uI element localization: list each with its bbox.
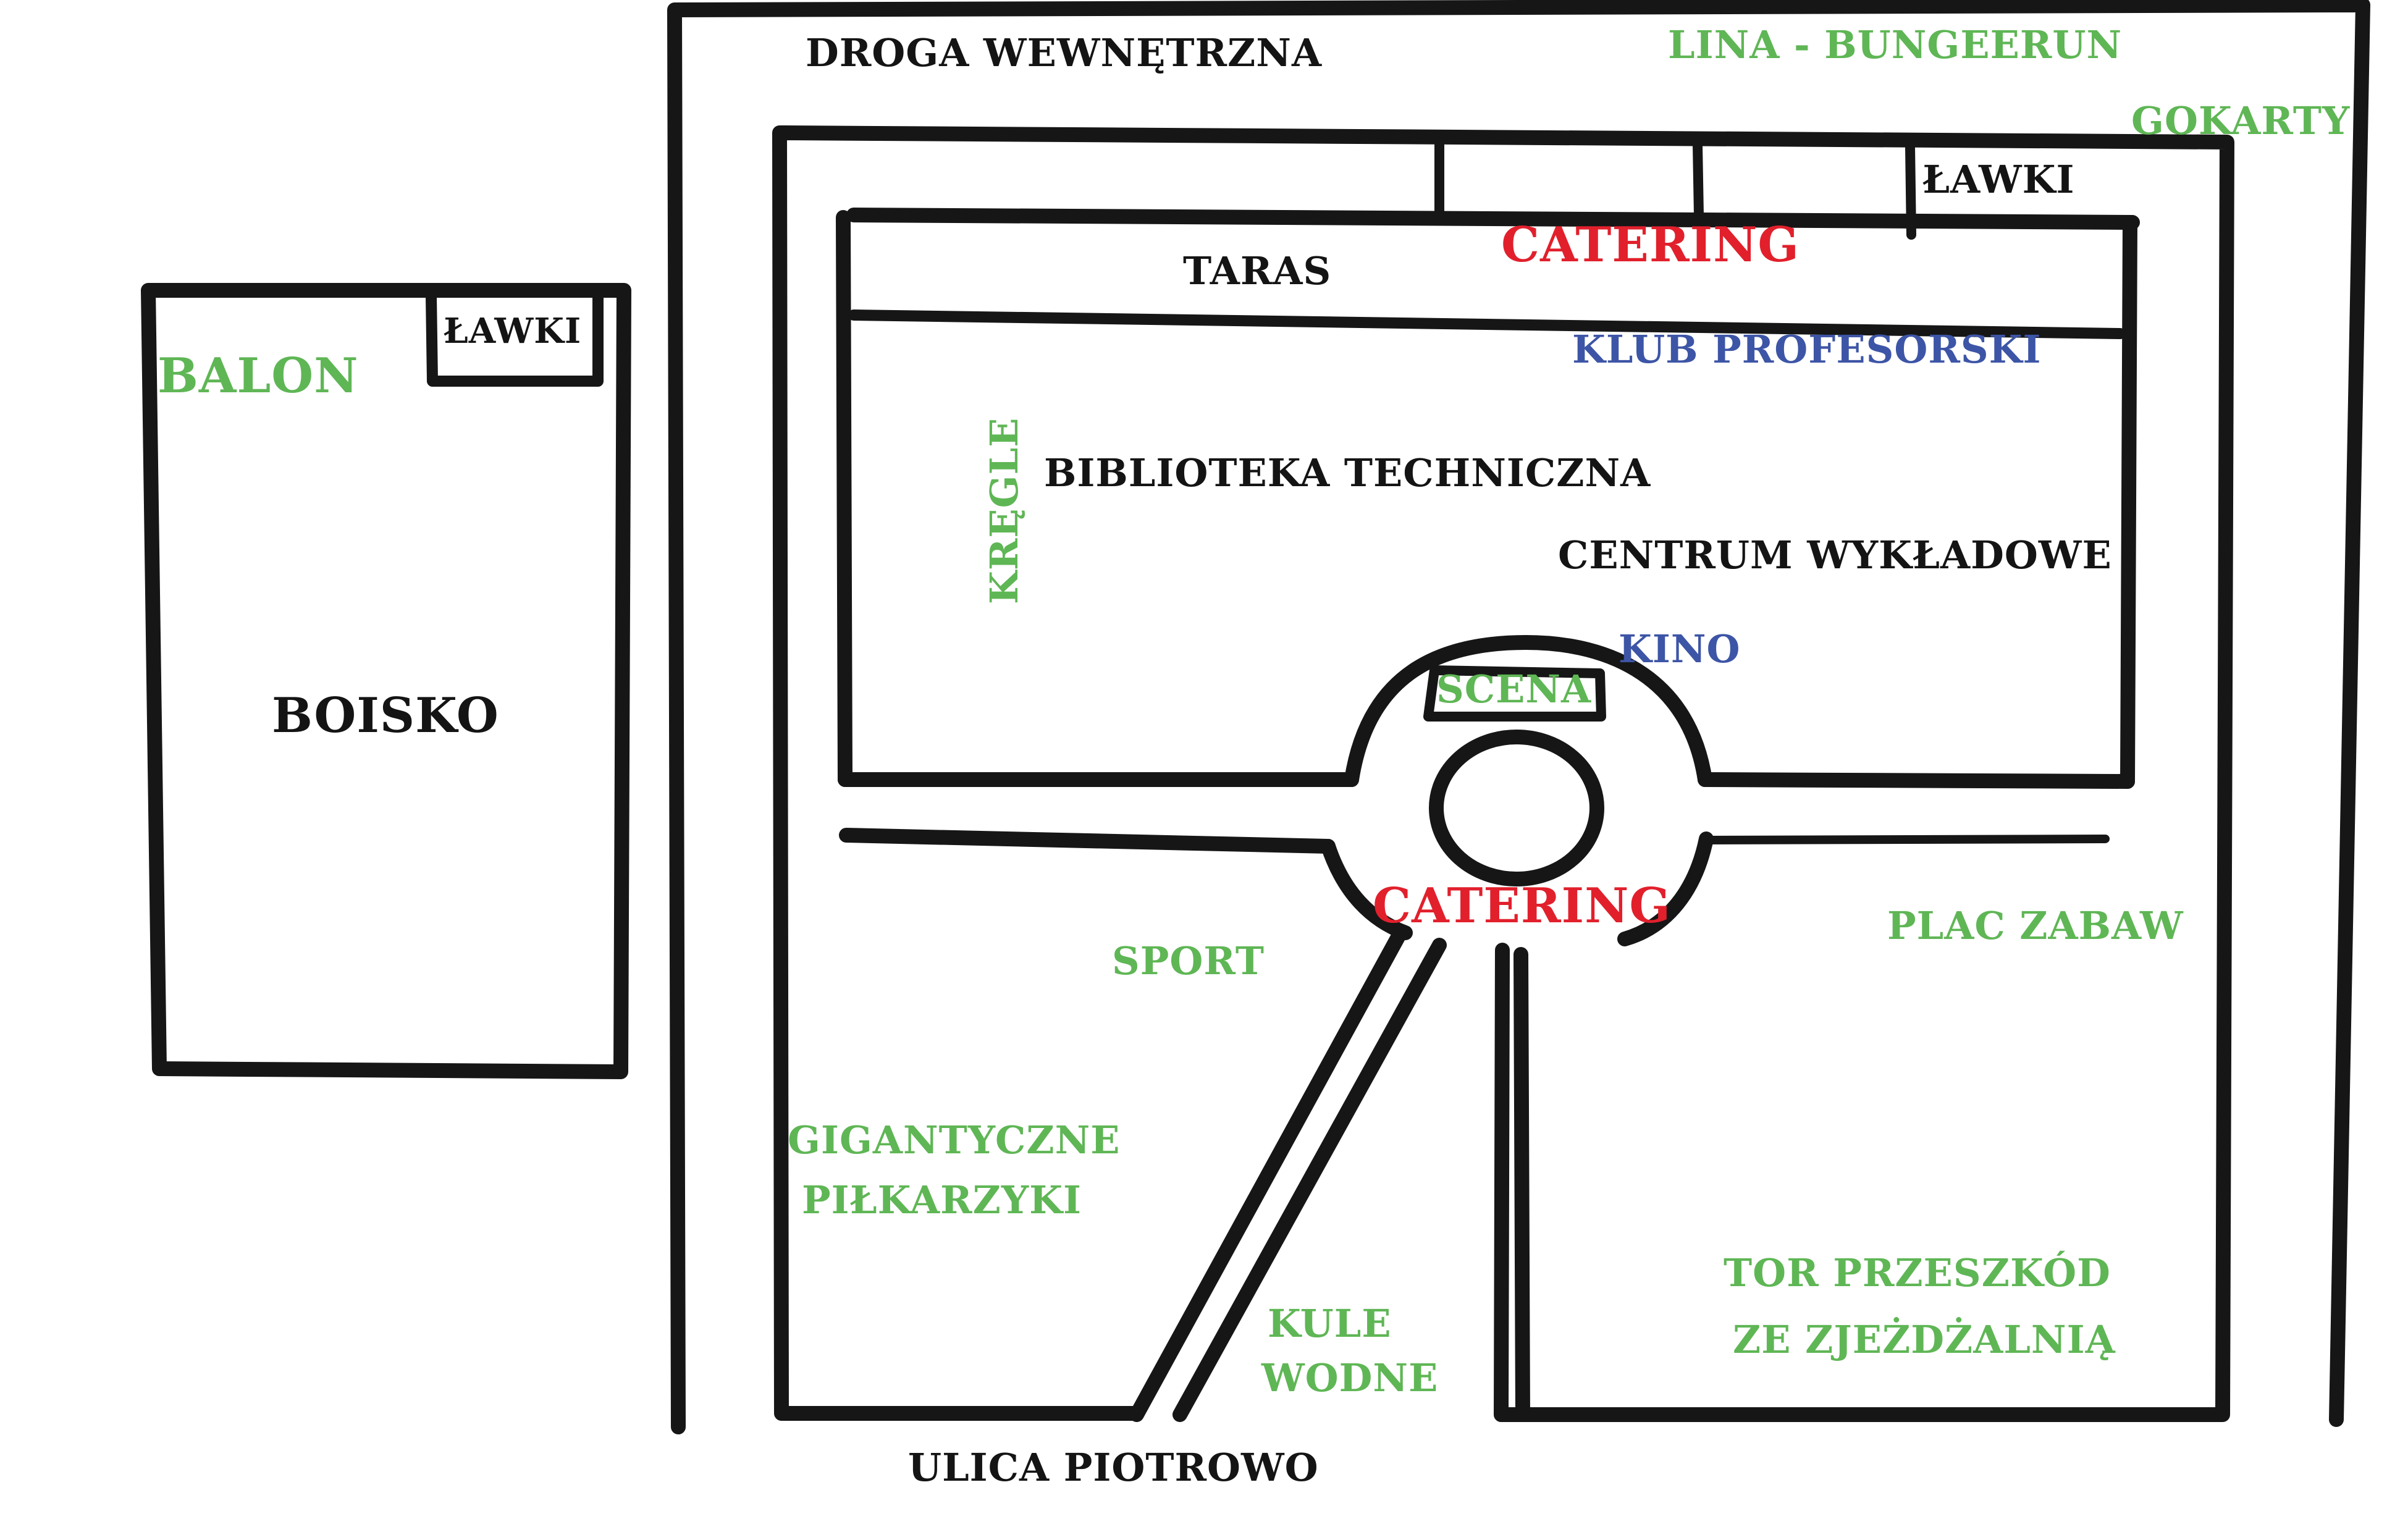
sport-label: SPORT: [1112, 938, 1265, 983]
field-benches-label: ŁAWKI: [444, 311, 582, 351]
internal-road-outer: [667, 0, 2370, 1434]
site-left-boundary: [772, 125, 2234, 1422]
foosball-label-2: PIŁKARZYKI: [802, 1177, 1082, 1223]
field-benches-box: [426, 291, 604, 387]
obstacle-label-2: ZE ZJEŻDŻALNIĄ: [1733, 1317, 2116, 1362]
terrace-label: TARAS: [1183, 248, 1332, 293]
roundabout-arc-left: [1321, 839, 1413, 940]
terrace-top: [846, 208, 2140, 230]
playground-label: PLAC ZABAW: [1887, 903, 2184, 948]
road-diag-right: [1172, 938, 1447, 1422]
benches-top-label: ŁAWKI: [1922, 157, 2075, 202]
foosball-label-1: GIGANTYCZNE: [788, 1117, 1121, 1163]
roundabout-arc-right: [1617, 831, 1714, 946]
gokarts-label: GOKARTY: [2131, 98, 2351, 143]
catering-top-label: CATERING: [1501, 217, 1800, 273]
stage-box: [1423, 665, 1606, 722]
stage-arc: [1344, 635, 1712, 787]
water-balls-label-2: WODNE: [1261, 1355, 1439, 1400]
road-diag-left: [1129, 924, 1408, 1422]
building-bottom-right: [1698, 772, 2135, 789]
cinema-label: KINO: [1619, 626, 1741, 671]
obstacle-label-1: TOR PRZESZKÓD: [1724, 1250, 2111, 1295]
tick-2: [1693, 140, 1704, 220]
internal-road-label: DROGA WEWNĘTRZNA: [806, 30, 1323, 75]
roundabout-island: [1429, 730, 1604, 886]
lecture-center-label: CENTRUM WYKŁADOWE: [1558, 532, 2112, 578]
crossroad-right: [1701, 835, 2110, 844]
crossroad-left: [839, 828, 1336, 854]
street-label: ULICA PIOTROWO: [908, 1445, 1319, 1490]
balloon-label: BALON: [158, 348, 359, 404]
field-outline: [141, 283, 631, 1079]
terrace-right: [2120, 216, 2137, 789]
terrace-left: [836, 210, 852, 787]
water-balls-label-1: KULE: [1268, 1301, 1392, 1346]
catering-roundabout-label: CATERING: [1373, 878, 1672, 934]
pitch-label: BOISKO: [272, 688, 499, 744]
site-bottom-right-connector: [1513, 947, 1530, 1422]
bowling-label: KRĘGLE: [982, 417, 1027, 604]
tick-3: [1905, 142, 1916, 240]
stage-label: SCENA: [1436, 667, 1592, 712]
bungee-label: LINA - BUNGEERUN: [1668, 22, 2123, 67]
library-label: BIBLIOTEKA TECHNICZNA: [1044, 450, 1651, 495]
terrace-divider: [848, 309, 2126, 339]
professors-club-label: KLUB PROFESORSKI: [1572, 327, 2042, 372]
